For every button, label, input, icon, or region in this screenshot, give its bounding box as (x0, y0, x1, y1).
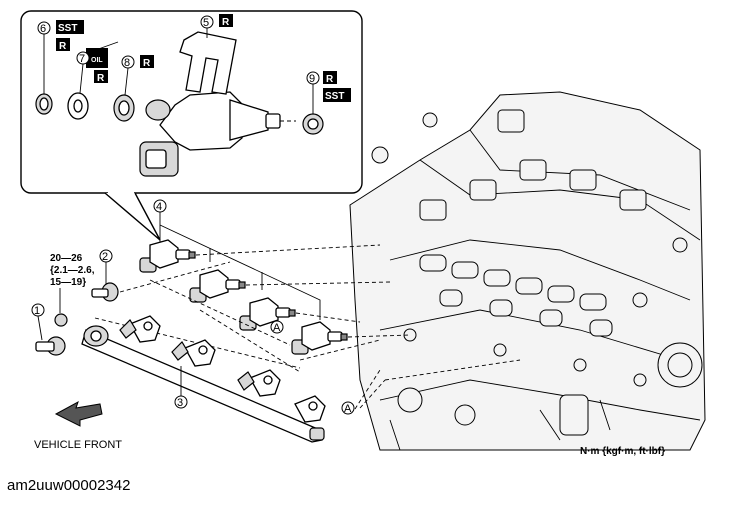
fuel-rail (81, 315, 326, 443)
engine-cylinder-head (349, 91, 706, 451)
cap-1 (35, 336, 66, 356)
badge-sst-6: SST (58, 23, 77, 34)
ref-a-lower-text: A (344, 403, 352, 415)
callout-8-num: 8 (124, 57, 130, 69)
torque-line3: 15—19} (50, 277, 86, 288)
callout-2-num: 2 (102, 251, 108, 263)
injector-4 (291, 321, 348, 355)
inset-clip-5 (179, 31, 237, 95)
inset-tip-seal-9 (302, 113, 324, 135)
vehicle-front-arrow-icon (54, 400, 103, 427)
oil-can-icon: OIL (86, 41, 119, 68)
injector-3 (239, 297, 296, 331)
bolt-2 (91, 282, 119, 302)
ref-a-upper-text: A (273, 322, 281, 334)
inset-o-ring-8 (113, 94, 135, 122)
callout-9-num: 9 (309, 73, 315, 85)
oil-badge-text: OIL (91, 57, 103, 64)
badge-r-5: R (222, 17, 230, 28)
callout-4: 4 (153, 199, 321, 320)
badge-r-7: R (97, 73, 105, 84)
inset-washer-7 (67, 92, 89, 120)
injector-2 (189, 269, 246, 303)
badge-r-6: R (59, 41, 67, 52)
callout-6: 6 SST R (37, 20, 84, 94)
callout-3: 3 (174, 366, 188, 409)
torque-spec: 20—26 {2.1—2.6, 15—19} (50, 253, 95, 327)
callout-8: 8 R (121, 55, 154, 96)
figure-id: am2uuw00002342 (7, 477, 131, 494)
callout-7: 7 R (76, 51, 108, 94)
badge-r-9: R (326, 74, 334, 85)
callout-9: 9 R SST (306, 71, 351, 114)
callout-4-num: 4 (156, 201, 162, 213)
callout-1: 1 (31, 303, 45, 341)
vehicle-front-label: VEHICLE FRONT (34, 439, 122, 451)
reference-mark-a-upper: A (270, 320, 284, 334)
callout-1-num: 1 (34, 305, 40, 317)
callout-2: 2 (99, 249, 113, 284)
callout-5-num: 5 (203, 17, 209, 29)
inset-injector (139, 91, 296, 177)
reference-mark-a-lower: A (341, 401, 355, 415)
callout-5: 5 R (200, 14, 233, 38)
inset-seal-6 (35, 93, 53, 115)
torque-line1: 20—26 (50, 253, 83, 264)
torque-line2: {2.1—2.6, (50, 265, 95, 276)
callout-6-num: 6 (40, 23, 46, 35)
badge-r-8: R (143, 58, 151, 69)
injector-1 (139, 239, 196, 273)
callout-7-num: 7 (79, 53, 85, 65)
badge-sst-9: SST (325, 91, 344, 102)
torque-units-legend: N·m {kgf·m, ft·lbf} (580, 446, 665, 457)
callout-3-num: 3 (177, 397, 183, 409)
